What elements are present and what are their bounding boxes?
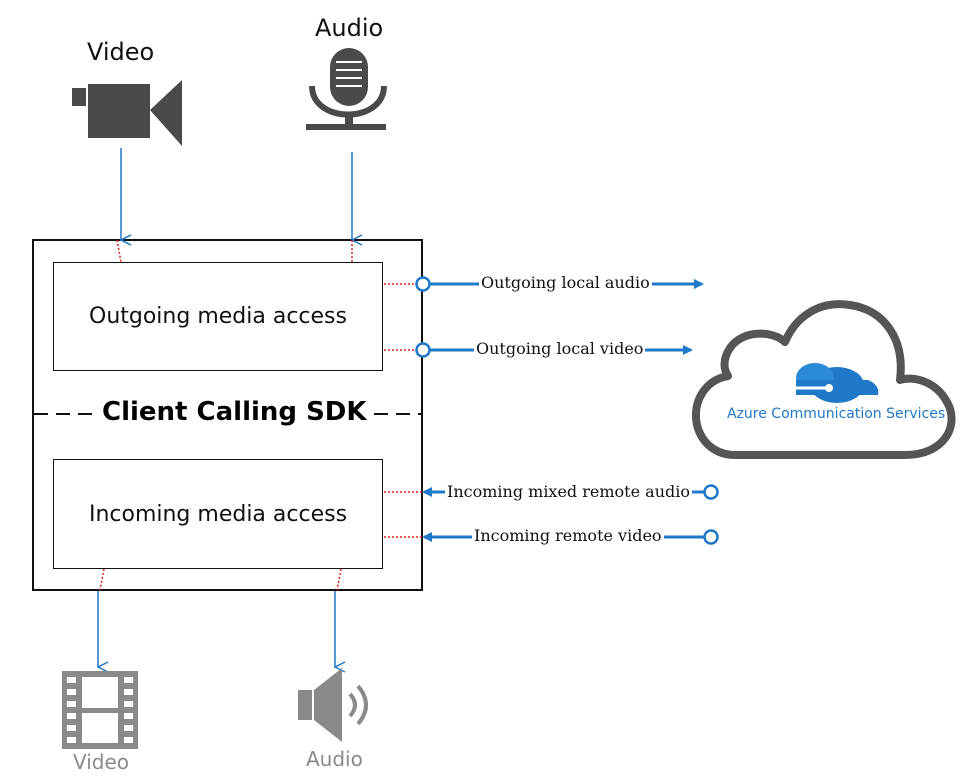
audio-output-connector [336,568,342,591]
film-strip-icon [62,671,138,749]
video-input-connector [116,239,122,263]
outgoing-video-port-icon [415,342,431,358]
video-sink-label: Video [73,750,130,774]
incoming-audio-port-icon [703,484,719,500]
speaker-icon [298,668,368,742]
incoming-media-access-label: Incoming media access [88,501,348,527]
incoming-remote-video-label: Incoming remote video [472,526,664,545]
video-camera-icon [72,80,182,146]
outgoing-media-access-box: Outgoing media access [53,262,383,371]
azure-communication-services-label: Azure Communication Services [727,406,946,422]
video-output-connector [99,568,105,591]
outgoing-local-audio-label: Outgoing local audio [479,273,652,292]
audio-sink-label: Audio [306,747,363,771]
outgoing-audio-port-icon [415,276,431,292]
client-calling-sdk-title: Client Calling SDK [98,397,371,427]
azure-cloud-icon [691,300,956,459]
incoming-video-port-icon [703,529,719,545]
incoming-media-access-box: Incoming media access [53,459,383,569]
outgoing-media-access-label: Outgoing media access [89,304,347,329]
incoming-mixed-remote-audio-label: Incoming mixed remote audio [445,482,692,501]
video-source-label: Video [87,38,155,66]
microphone-icon [306,48,387,130]
azure-logo-icon [792,363,879,403]
audio-source-label: Audio [315,14,384,42]
outgoing-local-video-label: Outgoing local video [474,339,646,358]
